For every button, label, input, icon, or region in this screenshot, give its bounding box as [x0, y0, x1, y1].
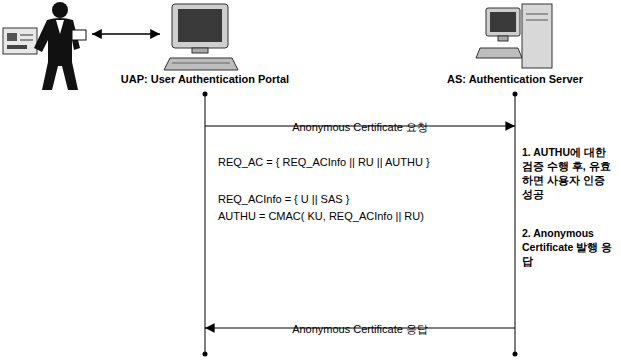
formula-text: AUTHU = CMAC( KU, REQ_ACInfo || RU) [218, 209, 424, 223]
formula-text: REQ_ACInfo = { U || SAS } [218, 192, 349, 206]
step-note: 2. Anonymous Certificate 발행 응답 [522, 226, 615, 268]
participant-label: UAP: User Authentication Portal [121, 72, 289, 86]
person-icon [34, 2, 86, 90]
participant-name: AS: Authentication Server [447, 72, 583, 86]
participant-name: UAP: User Authentication Portal [121, 72, 289, 86]
card-icon [3, 28, 37, 54]
lifeline [205, 94, 515, 354]
computer-icon [164, 4, 238, 70]
message-label: Anonymous Certificate 응답 [290, 319, 430, 339]
lifeline-dot [203, 92, 518, 357]
formula-text: REQ_AC = { REQ_ACInfo || RU || AUTHU } [218, 155, 430, 169]
server-icon [476, 4, 552, 68]
double-arrow [92, 33, 160, 34]
participant-label: AS: Authentication Server [447, 72, 583, 86]
message-label: Anonymous Certificate 요청 [290, 117, 430, 137]
step-note: 1. AUTHU에 대한 검증 수행 후, 유효하면 사용자 인증 성공 [522, 145, 615, 201]
